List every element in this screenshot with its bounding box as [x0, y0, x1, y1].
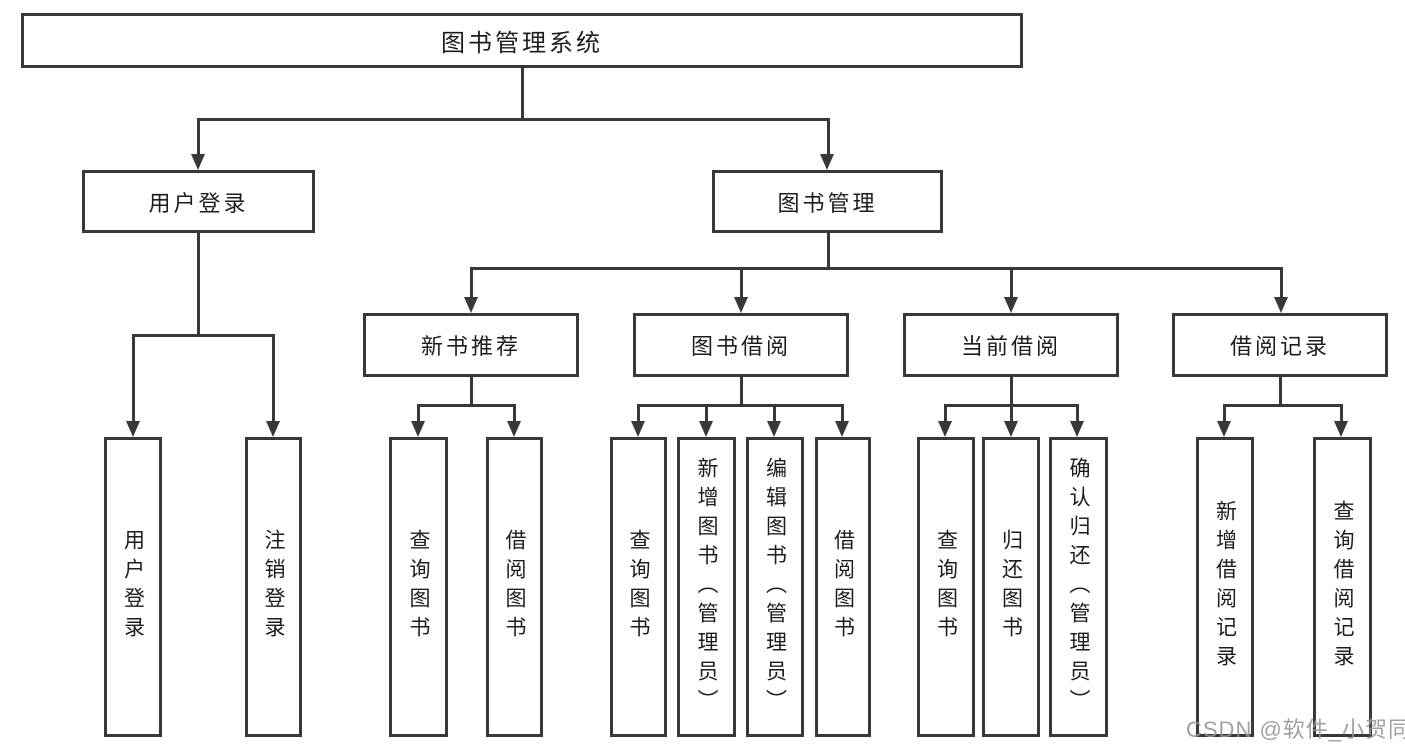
connector-line: [470, 267, 473, 299]
leaf-label: 注销登录: [262, 529, 285, 645]
arrowhead-icon: [1334, 421, 1348, 437]
connector-line: [1010, 377, 1013, 407]
node-book-management: 图书管理: [712, 170, 943, 233]
arrowhead-icon: [464, 297, 478, 313]
arrowhead-icon: [266, 421, 280, 437]
leaf-label: 查询图书: [627, 529, 650, 645]
connector-line: [197, 118, 830, 121]
node-new-book-recommendation: 新书推荐: [363, 313, 579, 377]
connector-line: [417, 404, 420, 424]
arrowhead-icon: [835, 421, 849, 437]
arrowhead-icon: [1004, 421, 1018, 437]
arrowhead-icon: [938, 421, 952, 437]
leaf-borrow-add-books-admin: 新增图书（管理员）: [677, 437, 736, 737]
connector-line: [1223, 404, 1342, 407]
connector-line: [1279, 377, 1282, 407]
leaf-recommend-query-books: 查询图书: [389, 437, 448, 737]
leaf-current-query-books: 查询图书: [917, 437, 975, 737]
connector-line: [1010, 267, 1013, 299]
connector-line: [705, 404, 708, 424]
node-user-login: 用户登录: [82, 170, 315, 233]
leaf-current-return-books: 归还图书: [982, 437, 1040, 737]
connector-line: [637, 404, 640, 424]
leaf-user-login: 用户登录: [104, 437, 162, 737]
connector-line: [841, 404, 844, 424]
leaf-label: 借阅图书: [503, 529, 526, 645]
connector-line: [740, 377, 743, 407]
arrowhead-icon: [191, 154, 205, 170]
leaf-borrow-edit-books-admin: 编辑图书（管理员）: [746, 437, 804, 737]
connector-line: [944, 404, 947, 424]
connector-line: [521, 68, 524, 120]
connector-line: [470, 377, 473, 407]
arrowhead-icon: [734, 297, 748, 313]
arrowhead-icon: [699, 421, 713, 437]
arrowhead-icon: [820, 154, 834, 170]
leaf-logout: 注销登录: [245, 437, 302, 737]
leaf-current-confirm-return-admin: 确认归还（管理员）: [1049, 437, 1108, 737]
connector-line: [132, 334, 275, 337]
connector-line: [637, 404, 844, 407]
node-borrowing-records: 借阅记录: [1172, 313, 1388, 377]
leaf-borrow-borrow-books: 借阅图书: [815, 437, 871, 737]
arrowhead-icon: [1070, 421, 1084, 437]
connector-line: [827, 118, 830, 158]
leaf-label: 查询图书: [407, 529, 430, 645]
leaf-label: 查询借阅记录: [1331, 500, 1354, 674]
leaf-label: 用户登录: [121, 529, 145, 645]
leaf-label: 确认归还（管理员）: [1067, 456, 1090, 718]
connector-line: [197, 118, 200, 158]
arrowhead-icon: [1217, 421, 1231, 437]
connector-line: [197, 233, 200, 337]
node-book-management-system: 图书管理系统: [21, 13, 1023, 68]
leaf-label: 归还图书: [999, 529, 1023, 645]
leaf-label: 新增借阅记录: [1213, 500, 1237, 674]
leaf-label: 查询图书: [934, 529, 958, 645]
connector-line: [272, 334, 275, 423]
csdn-watermark: CSDN @软件_小贺同学: [1186, 717, 1405, 742]
connector-line: [740, 267, 743, 299]
connector-line: [1076, 404, 1079, 424]
leaf-borrow-query-books: 查询图书: [610, 437, 667, 737]
connector-line: [1340, 404, 1343, 424]
connector-line: [827, 233, 830, 270]
leaf-label: 编辑图书（管理员）: [763, 456, 787, 718]
leaf-recommend-borrow-books: 借阅图书: [486, 437, 543, 737]
leaf-records-query-record: 查询借阅记录: [1313, 437, 1372, 737]
arrowhead-icon: [126, 421, 140, 437]
arrowhead-icon: [411, 421, 425, 437]
leaf-label: 新增图书（管理员）: [695, 456, 718, 718]
arrowhead-icon: [631, 421, 645, 437]
connector-line: [1223, 404, 1226, 424]
connector-line: [470, 267, 1282, 270]
connector-line: [513, 404, 516, 424]
connector-line: [417, 404, 516, 407]
arrowhead-icon: [767, 421, 781, 437]
node-book-borrowing: 图书借阅: [633, 313, 849, 377]
leaf-records-add-record: 新增借阅记录: [1196, 437, 1254, 737]
connector-line: [1010, 404, 1013, 424]
arrowhead-icon: [507, 421, 521, 437]
arrowhead-icon: [1274, 297, 1288, 313]
node-current-borrowing: 当前借阅: [903, 313, 1119, 377]
leaf-label: 借阅图书: [831, 529, 855, 645]
connector-line: [132, 334, 135, 423]
arrowhead-icon: [1004, 297, 1018, 313]
connector-line: [773, 404, 776, 424]
connector-line: [1280, 267, 1283, 299]
